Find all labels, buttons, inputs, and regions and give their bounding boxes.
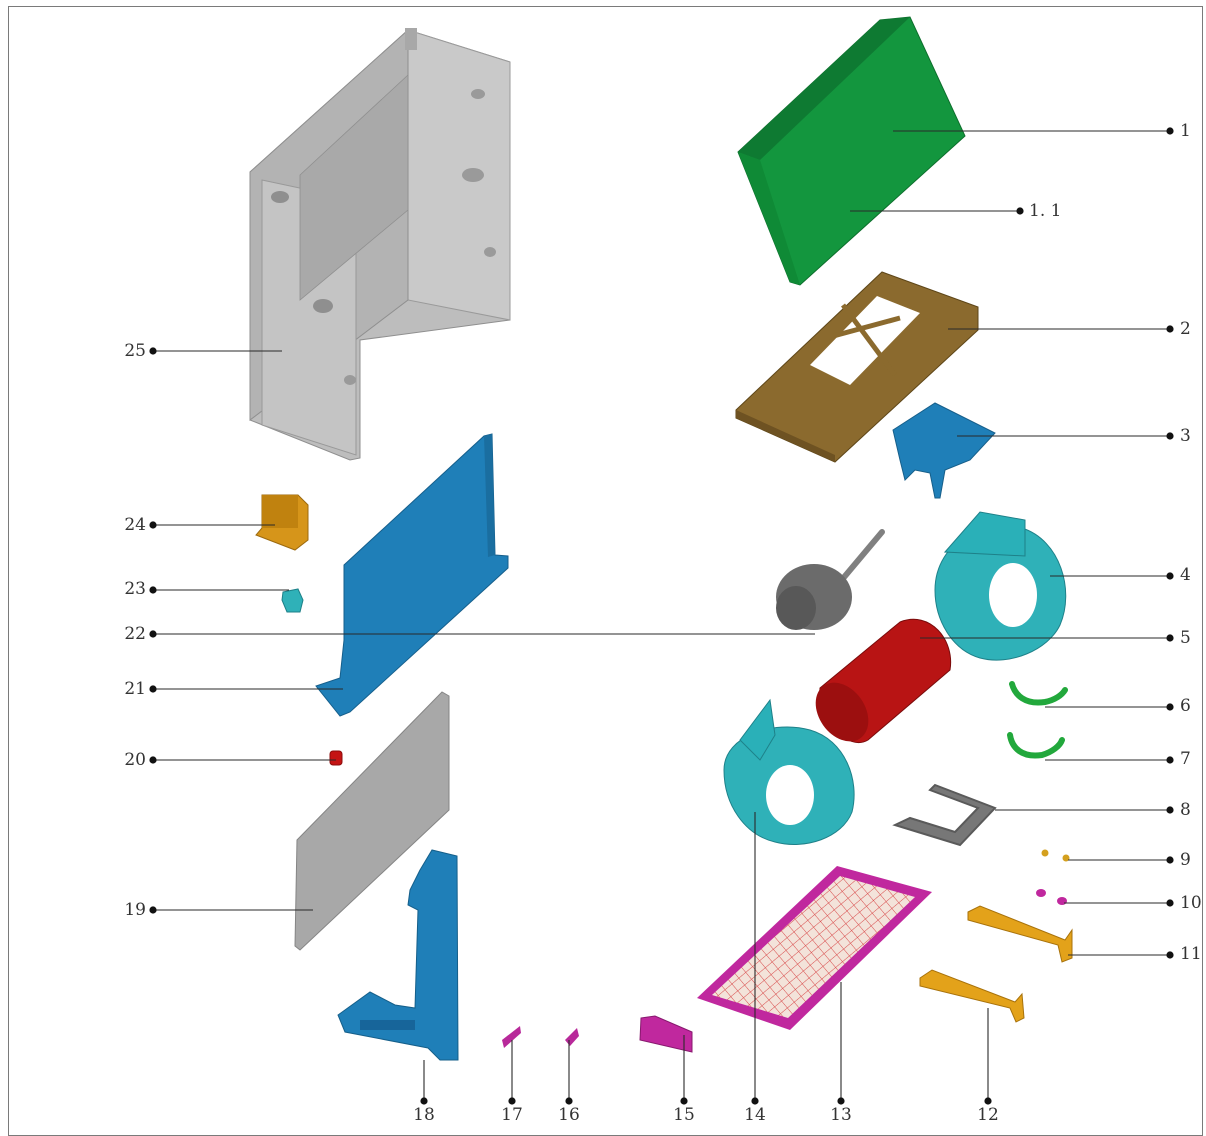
part-15-block bbox=[639, 1015, 693, 1053]
callout-label-6: 6 bbox=[1180, 696, 1191, 716]
leader-6-dot bbox=[1166, 703, 1174, 711]
leader-9-dot bbox=[1166, 856, 1174, 864]
callout-label-3: 3 bbox=[1180, 426, 1191, 446]
part-21-side-panel bbox=[315, 433, 509, 717]
leader-22-dot bbox=[149, 630, 157, 638]
part-18-l-bracket bbox=[337, 849, 459, 1061]
leader-1-1-dot bbox=[1016, 207, 1024, 215]
part-6-clip bbox=[1009, 681, 1068, 706]
leader-10-dot bbox=[1166, 899, 1174, 907]
part-12-rail bbox=[919, 969, 1025, 1023]
callout-label-14: 14 bbox=[744, 1105, 766, 1125]
leader-2-dot bbox=[1166, 325, 1174, 333]
callout-label-25: 25 bbox=[124, 341, 146, 361]
leader-21-dot bbox=[149, 685, 157, 693]
callout-label-13: 13 bbox=[830, 1105, 852, 1125]
leader-20-dot bbox=[149, 756, 157, 764]
leader-lines bbox=[149, 127, 1174, 1105]
part-10-fastener bbox=[1036, 889, 1067, 905]
callout-label-8: 8 bbox=[1180, 800, 1191, 820]
leader-23-dot bbox=[149, 586, 157, 594]
leader-4-dot bbox=[1166, 572, 1174, 580]
part-5-blower-wheel bbox=[815, 618, 952, 743]
part-13-air-filter bbox=[697, 866, 932, 1030]
leader-18-dot bbox=[420, 1097, 428, 1105]
leader-13-dot bbox=[837, 1097, 845, 1105]
leader-17-dot bbox=[508, 1097, 516, 1105]
leader-15-dot bbox=[680, 1097, 688, 1105]
callout-label-5: 5 bbox=[1180, 628, 1191, 648]
callout-label-17: 17 bbox=[501, 1105, 523, 1125]
part-motor bbox=[776, 529, 885, 630]
callout-label-12: 12 bbox=[977, 1105, 999, 1125]
part-24-block bbox=[255, 494, 309, 551]
callout-label-18: 18 bbox=[413, 1105, 435, 1125]
callout-label-2: 2 bbox=[1180, 319, 1191, 339]
part-16-clip bbox=[565, 1028, 579, 1046]
part-3-bracket bbox=[892, 402, 996, 499]
callout-label-24: 24 bbox=[124, 515, 146, 535]
callout-label-22: 22 bbox=[124, 624, 146, 644]
part-2-front-frame bbox=[735, 271, 979, 463]
callout-label-16: 16 bbox=[558, 1105, 580, 1125]
part-25-chassis bbox=[249, 28, 511, 461]
leader-16-dot bbox=[565, 1097, 573, 1105]
callout-label-21: 21 bbox=[124, 679, 146, 699]
part-1-top-panel bbox=[737, 16, 966, 286]
part-9-fastener bbox=[1041, 849, 1070, 862]
part-7-clip bbox=[1007, 732, 1065, 759]
part-17-clip bbox=[502, 1026, 521, 1048]
part-4-blower-housing bbox=[934, 511, 1067, 661]
leader-1-dot bbox=[1166, 127, 1174, 135]
leader-8-dot bbox=[1166, 806, 1174, 814]
callout-label-10: 10 bbox=[1180, 893, 1202, 913]
callout-label-23: 23 bbox=[124, 579, 146, 599]
callout-label-1: 1 bbox=[1180, 121, 1191, 141]
callout-label-20: 20 bbox=[124, 750, 146, 770]
leader-7-dot bbox=[1166, 756, 1174, 764]
part-8-gasket-frame bbox=[892, 783, 997, 847]
leader-24-dot bbox=[149, 521, 157, 529]
callout-label-19: 19 bbox=[124, 900, 146, 920]
leader-3-dot bbox=[1166, 432, 1174, 440]
leader-5-dot bbox=[1166, 634, 1174, 642]
callout-label-7: 7 bbox=[1180, 749, 1191, 769]
part-20-small-cap bbox=[329, 750, 343, 766]
leader-11-dot bbox=[1166, 951, 1174, 959]
callout-label-11: 11 bbox=[1180, 944, 1202, 964]
part-19-flat-panel bbox=[294, 691, 450, 951]
leader-14-dot bbox=[751, 1097, 759, 1105]
part-23-small-block bbox=[281, 588, 304, 613]
callout-label-15: 15 bbox=[673, 1105, 695, 1125]
leader-12-dot bbox=[984, 1097, 992, 1105]
callout-label-4: 4 bbox=[1180, 565, 1191, 585]
callout-label-9: 9 bbox=[1180, 850, 1191, 870]
leader-25-dot bbox=[149, 347, 157, 355]
callout-label-1-1: 1. 1 bbox=[1029, 201, 1062, 221]
leader-19-dot bbox=[149, 906, 157, 914]
part-11-rail bbox=[967, 905, 1073, 963]
part-14-blower-housing bbox=[723, 698, 855, 845]
